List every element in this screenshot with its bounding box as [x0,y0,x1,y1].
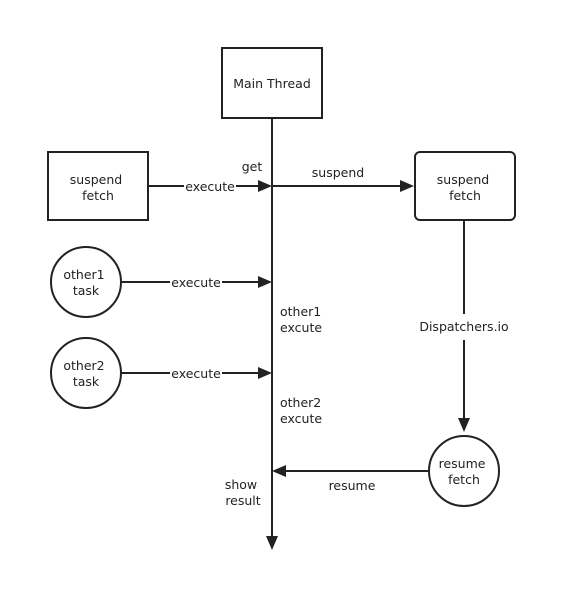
annotation-show-result: show result [225,477,261,508]
edge-execute-1: execute [148,179,272,194]
annotation-other2-excute-line1: other2 [280,395,321,410]
annotation-show-result-line2: result [225,493,260,508]
edge-execute-2: execute [121,275,272,290]
other2-task-node: other2 task [50,337,122,409]
resume-fetch-node: resume fetch [428,435,500,507]
suspend-fetch-right-node: suspend fetch [414,151,516,221]
edge-dispatchers-io: Dispatchers.io [419,220,509,432]
edge-dispatchers-io-label: Dispatchers.io [419,319,508,334]
suspend-fetch-right-line1: suspend [437,172,489,187]
edge-suspend: suspend [272,165,414,192]
annotation-other2-excute: other2 excute [280,395,325,426]
main-thread-timeline [266,118,278,550]
annotation-other1-excute-line1: other1 [280,304,321,319]
edge-suspend-label: suspend [312,165,364,180]
svg-text:suspend fetch: suspend fetch [437,172,493,203]
edge-resume-label: resume [329,478,376,493]
other1-task-line1: other1 [63,267,104,282]
other2-task-line2: task [73,374,100,389]
other1-task-line2: task [73,283,100,298]
resume-fetch-line1: resume [439,456,486,471]
svg-text:resume fetch: resume fetch [439,456,490,487]
annotation-show-result-line1: show [225,477,257,492]
edge-execute-3: execute [121,366,272,381]
suspend-fetch-left-line2: fetch [82,188,114,203]
other2-task-line1: other2 [63,358,104,373]
svg-text:suspend fetch: suspend fetch [70,172,126,203]
annotation-get: get [242,159,263,174]
main-thread-label: Main Thread [233,76,311,91]
svg-text:other1 task: other1 task [63,267,108,298]
annotation-other1-excute: other1 excute [280,304,325,335]
annotation-other1-excute-line2: excute [280,320,322,335]
svg-text:other2 task: other2 task [63,358,108,389]
annotation-other2-excute-line2: excute [280,411,322,426]
main-thread-node: Main Thread [221,47,323,119]
edge-execute-2-label: execute [171,275,221,290]
suspend-fetch-left-line1: suspend [70,172,122,187]
edge-execute-3-label: execute [171,366,221,381]
suspend-fetch-right-line2: fetch [449,188,481,203]
edge-resume: resume [272,465,429,493]
suspend-fetch-left-node: suspend fetch [47,151,149,221]
other1-task-node: other1 task [50,246,122,318]
edge-execute-1-label: execute [185,179,235,194]
resume-fetch-line2: fetch [448,472,480,487]
